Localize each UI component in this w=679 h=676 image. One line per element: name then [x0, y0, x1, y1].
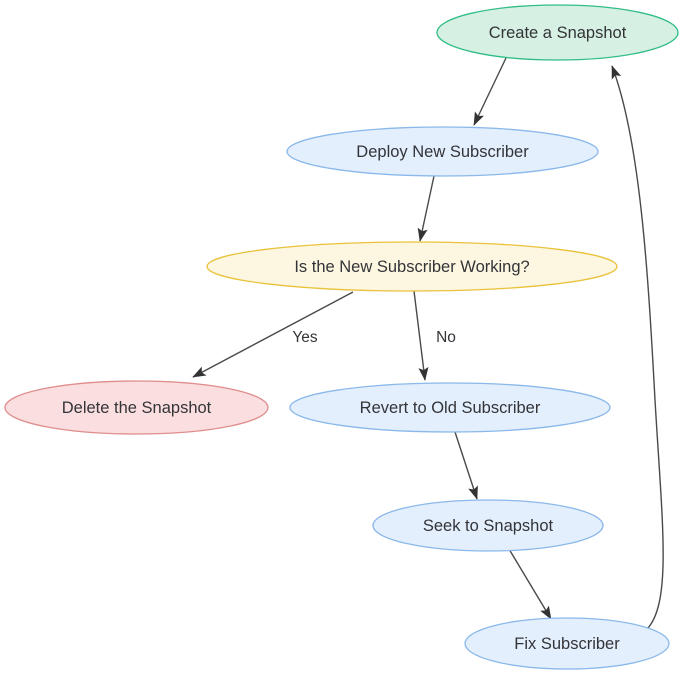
edge-deploy-to-decision[interactable]: [417, 175, 435, 242]
node-is-new-subscriber-working[interactable]: Is the New Subscriber Working?: [206, 241, 618, 292]
edge-create-to-deploy[interactable]: [473, 57, 507, 126]
node-seek-to-snapshot[interactable]: Seek to Snapshot: [372, 499, 604, 552]
node-layer: Create a Snapshot Deploy New Subscriber …: [4, 4, 679, 670]
node-create-snapshot-shape: [436, 4, 679, 61]
edge-fix-to-create[interactable]: [611, 65, 664, 629]
node-revert-to-old-subscriber[interactable]: Revert to Old Subscriber: [289, 382, 611, 433]
edge-label-yes: Yes: [292, 329, 318, 346]
edge-label-layer: Yes No: [292, 329, 456, 346]
node-revert-to-old-subscriber-shape: [289, 382, 611, 433]
edge-deploy-to-decision-path: [417, 175, 435, 242]
node-deploy-new-subscriber[interactable]: Deploy New Subscriber: [286, 126, 599, 177]
node-fix-subscriber-shape: [464, 617, 670, 670]
edge-layer: [192, 57, 664, 629]
edge-decision-no[interactable]: [413, 290, 429, 381]
node-seek-to-snapshot-shape: [372, 499, 604, 552]
edge-fix-to-create-path: [611, 65, 664, 629]
node-is-new-subscriber-working-shape: [206, 241, 618, 292]
edge-seek-to-fix[interactable]: [508, 548, 552, 620]
edge-revert-to-seek-path: [454, 431, 478, 500]
edge-seek-to-fix-path: [508, 548, 552, 620]
edge-decision-yes-path: [192, 291, 354, 378]
node-delete-the-snapshot-shape: [4, 380, 269, 435]
node-deploy-new-subscriber-shape: [286, 126, 599, 177]
edge-create-to-deploy-path: [473, 57, 507, 126]
edge-decision-yes[interactable]: [192, 291, 354, 378]
node-create-snapshot[interactable]: Create a Snapshot: [436, 4, 679, 61]
edge-revert-to-seek[interactable]: [454, 431, 478, 500]
edge-decision-no-path: [413, 290, 429, 381]
edge-label-no: No: [436, 329, 456, 346]
node-delete-the-snapshot[interactable]: Delete the Snapshot: [4, 380, 269, 435]
node-fix-subscriber[interactable]: Fix Subscriber: [464, 617, 670, 670]
